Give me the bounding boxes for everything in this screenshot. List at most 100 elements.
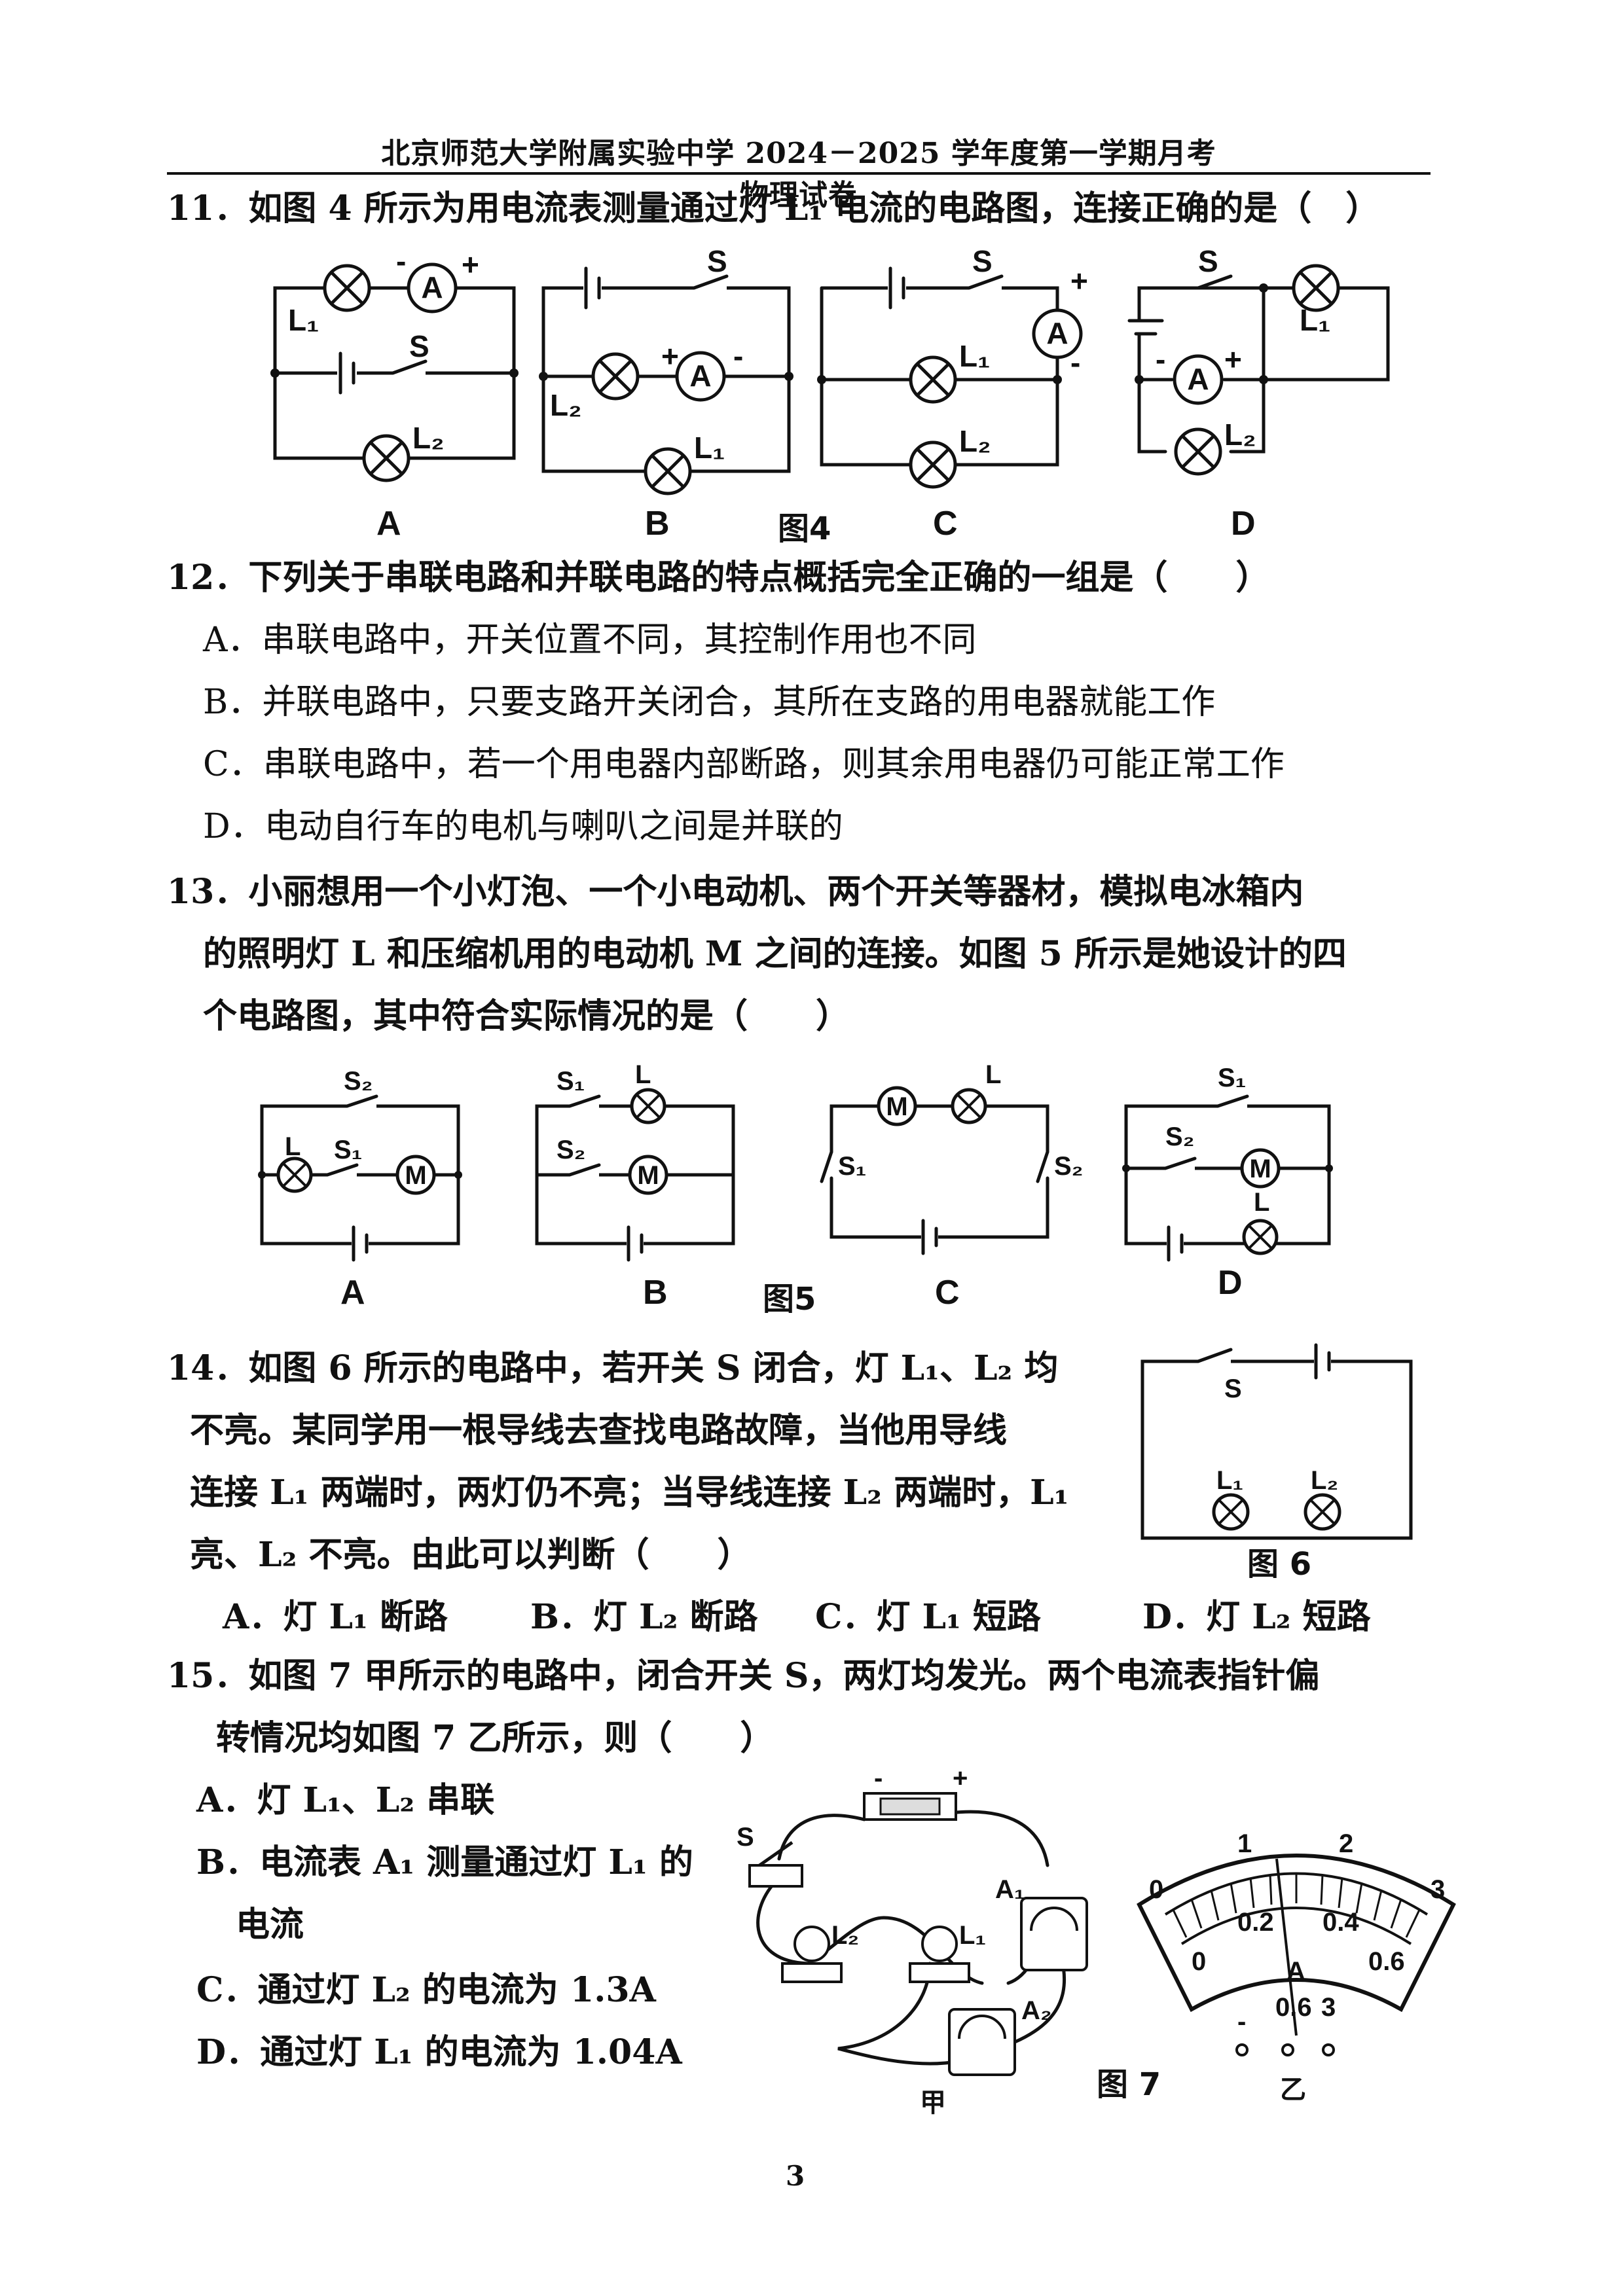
svg-text:L₁: L₁ (288, 303, 319, 337)
figure-7-dial: 0 1 2 3 0 0.2 0.4 0.6 A - 0.6 3 (1137, 1829, 1456, 2056)
fig4-label-d: D (1231, 505, 1256, 543)
circuit-4c: S + - L₁ L₂ (817, 244, 1088, 487)
q15-option-b-line1: B．电流表 A₁ 测量通过灯 L₁ 的 (196, 1842, 693, 1882)
dial-upper-1: 1 (1237, 1829, 1252, 1858)
q15-option-b-line2: 电流 (236, 1905, 304, 1945)
ammeter-a1: A₁ (995, 1875, 1088, 1971)
fig4-label-c: C (933, 505, 958, 543)
svg-text:L₁: L₁ (959, 1921, 986, 1950)
fig7-left-label: 甲 (920, 2088, 946, 2118)
lamp-l2: L₂ (781, 1921, 859, 1983)
q14-option-c: C．灯 L₁ 短路 (815, 1597, 1041, 1637)
svg-text:S₁: S₁ (1218, 1064, 1246, 1092)
svg-text:+: + (462, 247, 479, 281)
svg-text:S₁: S₁ (334, 1136, 362, 1164)
q12-option-c: C．串联电路中，若一个用电器内部断路，则其余用电器仍可能正常工作 (203, 745, 1285, 784)
svg-text:L: L (1254, 1188, 1269, 1217)
fig7-caption: 图 7 (1097, 2066, 1161, 2103)
q12-stem: 12．下列关于串联电路和并联电路的特点概括完全正确的一组是（ ） (167, 558, 1270, 598)
circuit-5b: S₁ L S₂ (535, 1060, 735, 1262)
svg-text:-: - (1070, 346, 1080, 380)
q12-option-b: B．并联电路中，只要支路开关闭合，其所在支路的用电器就能工作 (203, 683, 1216, 722)
svg-text:L₁: L₁ (959, 339, 990, 373)
q15-option-d: D．通过灯 L₁ 的电流为 1.04A (196, 2032, 682, 2072)
q12-option-a: A．串联电路中，开关位置不同，其控制作用也不同 (203, 620, 977, 660)
svg-text:L₂: L₂ (412, 421, 445, 455)
svg-text:L₁: L₁ (1300, 303, 1330, 337)
svg-text:-: - (396, 244, 406, 278)
fig7-right-label: 乙 (1280, 2075, 1306, 2105)
svg-text:S: S (1198, 244, 1218, 278)
svg-text:S₂: S₂ (344, 1067, 373, 1096)
q15-option-a: A．灯 L₁、L₂ 串联 (196, 1780, 495, 1820)
q13-line2: 的照明灯 L 和压缩机用的电动机 M 之间的连接。如图 5 所示是她设计的四 (203, 934, 1347, 974)
dial-lower-3: 0.6 (1368, 1947, 1405, 1976)
dial-lower-2: 0.4 (1322, 1908, 1359, 1937)
svg-text:+: + (1070, 264, 1088, 298)
q12-option-d: D．电动自行车的电机与喇叭之间是并联的 (203, 807, 843, 846)
dial-needle (1275, 1858, 1298, 2036)
q14-line1: 14．如图 6 所示的电路中，若开关 S 闭合，灯 L₁、L₂ 均 (167, 1348, 1059, 1388)
svg-text:S₂: S₂ (1165, 1122, 1194, 1151)
svg-text:L: L (635, 1060, 651, 1089)
svg-text:+: + (953, 1764, 968, 1793)
svg-text:L₂: L₂ (831, 1921, 859, 1950)
svg-text:+: + (1224, 342, 1242, 376)
dial-upper-3: 3 (1431, 1875, 1445, 1904)
svg-text:L: L (985, 1060, 1001, 1089)
q14-line3: 连接 L₁ 两端时，两灯仍不亮；当导线连接 L₂ 两端时，L₁ (190, 1473, 1069, 1513)
terminal-minus: - (1237, 2007, 1246, 2036)
dial-upper-2: 2 (1339, 1829, 1353, 1858)
fig5-caption: 图5 (763, 1281, 816, 1318)
circuit-5d: S₁ S₂ L (1122, 1064, 1333, 1262)
svg-text:S₂: S₂ (556, 1136, 585, 1164)
fig5-label-c: C (935, 1274, 960, 1312)
fig4-label-a: A (376, 505, 401, 543)
q14-line2: 不亮。某同学用一根导线去查找电路故障，当他用导线 (190, 1410, 1008, 1450)
fig6-caption: 图 6 (1247, 1546, 1312, 1583)
page-number: 3 (786, 2160, 805, 2192)
svg-text:S: S (409, 329, 429, 363)
svg-text:L₁: L₁ (694, 431, 725, 465)
svg-text:S₁: S₁ (838, 1152, 866, 1181)
svg-text:L₂: L₂ (1311, 1466, 1338, 1495)
q13-line1: 13．小丽想用一个小灯泡、一个小电动机、两个开关等器材，模拟电冰箱内 (167, 872, 1304, 912)
dial-ticks (1172, 1873, 1421, 1938)
header-rule (167, 172, 1431, 175)
q14-option-b: B．灯 L₂ 断路 (530, 1597, 758, 1637)
svg-text:S: S (707, 244, 727, 278)
dial-unit: A (1286, 1957, 1305, 1986)
circuit-4d: S L₁ - + L₂ (1127, 244, 1390, 474)
svg-text:-: - (1156, 342, 1165, 376)
dial-upper-0: 0 (1149, 1875, 1163, 1904)
svg-text:-: - (733, 339, 743, 373)
exam-header: 北京师范大学附属实验中学 2024－2025 学年度第一学期月考物理试卷 (381, 137, 1216, 212)
q14-option-d: D．灯 L₂ 短路 (1142, 1597, 1371, 1637)
fig5-label-a: A (340, 1274, 365, 1312)
q15-line1: 15．如图 7 甲所示的电路中，闭合开关 S，两灯均发光。两个电流表指针偏 (167, 1656, 1320, 1696)
fig4-caption: 图4 (778, 511, 831, 547)
fig5-label-d: D (1218, 1264, 1243, 1302)
terminal-0-6: 0.6 (1275, 1993, 1312, 2022)
fig5-label-b: B (643, 1274, 668, 1312)
svg-text:L₂: L₂ (959, 424, 991, 458)
svg-text:S: S (972, 244, 993, 278)
q15-option-c: C．通过灯 L₂ 的电流为 1.3A (196, 1970, 656, 2010)
lamp-l1: L₁ (909, 1921, 986, 1983)
q14-line4: 亮、L₂ 不亮。由此可以判断（ ） (190, 1535, 752, 1575)
svg-text:A₂: A₂ (1021, 1996, 1052, 2025)
svg-text:-: - (874, 1764, 883, 1793)
q14-option-a: A．灯 L₁ 断路 (223, 1597, 448, 1637)
figure-4: A L₁S -+ L₂ SL₂ +- L₁ (270, 244, 1390, 524)
svg-text:L₂: L₂ (1224, 418, 1256, 452)
circuit-4a: L₁ S - + L₂ (270, 244, 519, 480)
ammeter-a2: A₂ (948, 1996, 1052, 2076)
q15-line2: 转情况均如图 7 乙所示，则（ ） (216, 1718, 775, 1758)
svg-text:S₁: S₁ (556, 1067, 585, 1096)
svg-text:L₁: L₁ (1216, 1466, 1243, 1495)
switch-s: S (737, 1823, 803, 1888)
